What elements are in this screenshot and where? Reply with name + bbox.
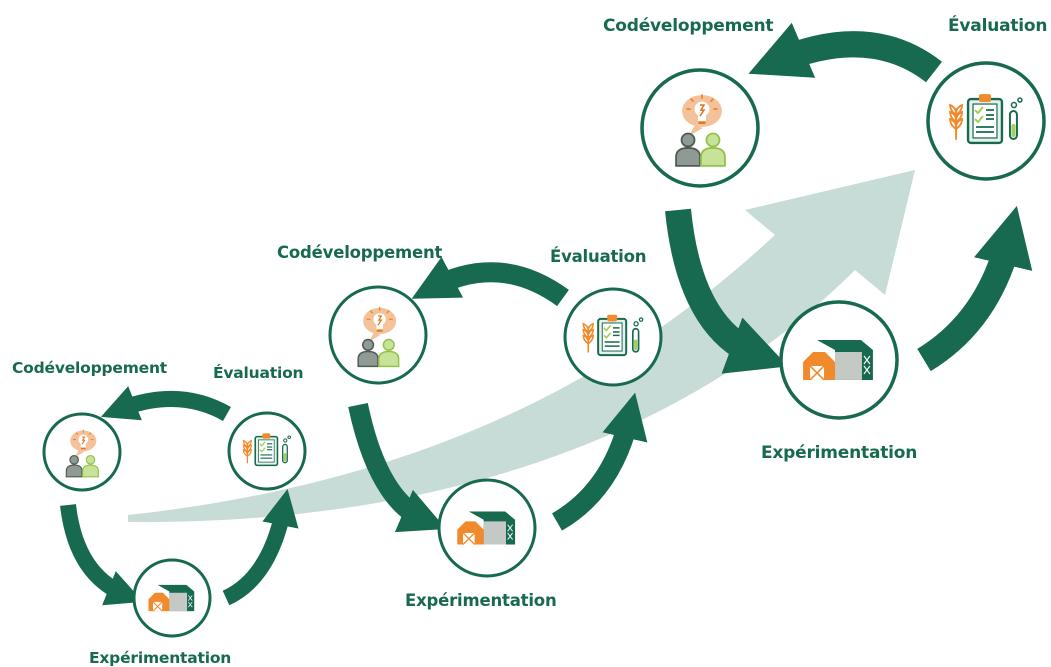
evaluation-node <box>563 287 663 387</box>
codevelopment-label: Codéveloppement <box>277 243 443 262</box>
evaluation-node <box>926 61 1046 181</box>
experimentation-label: Expérimentation <box>761 443 918 463</box>
experimentation-label: Expérimentation <box>405 591 557 610</box>
experimentation-node <box>437 478 537 578</box>
arrow-codevelopment-to-experimentation <box>665 208 789 374</box>
evaluation-node <box>227 411 307 491</box>
arrow-experimentation-to-evaluation <box>917 205 1033 372</box>
experimentation-node <box>779 300 899 420</box>
cycle-3 <box>640 22 1046 420</box>
arrow-evaluation-to-codevelopment <box>748 22 942 83</box>
arrow-codevelopment-to-experimentation <box>348 402 447 533</box>
experimentation-node <box>132 558 212 638</box>
experimentation-label: Expérimentation <box>89 649 232 667</box>
codevelopment-node <box>640 68 760 188</box>
cycle-1 <box>42 386 307 638</box>
arrow-experimentation-to-evaluation <box>222 488 299 606</box>
evaluation-label: Évaluation <box>948 16 1048 36</box>
codevelopment-node <box>42 412 122 492</box>
arrow-evaluation-to-codevelopment <box>100 386 231 422</box>
evaluation-label: Évaluation <box>550 247 647 266</box>
cycle-2 <box>328 256 663 578</box>
arrow-codevelopment-to-experimentation <box>60 503 144 606</box>
codevelopment-node <box>328 285 428 385</box>
arrow-experimentation-to-evaluation <box>551 392 648 531</box>
codevelopment-label: Codéveloppement <box>12 359 168 377</box>
codevelopment-label: Codéveloppement <box>603 16 774 36</box>
evaluation-label: Évaluation <box>213 364 304 382</box>
arrow-evaluation-to-codevelopment <box>411 256 569 307</box>
